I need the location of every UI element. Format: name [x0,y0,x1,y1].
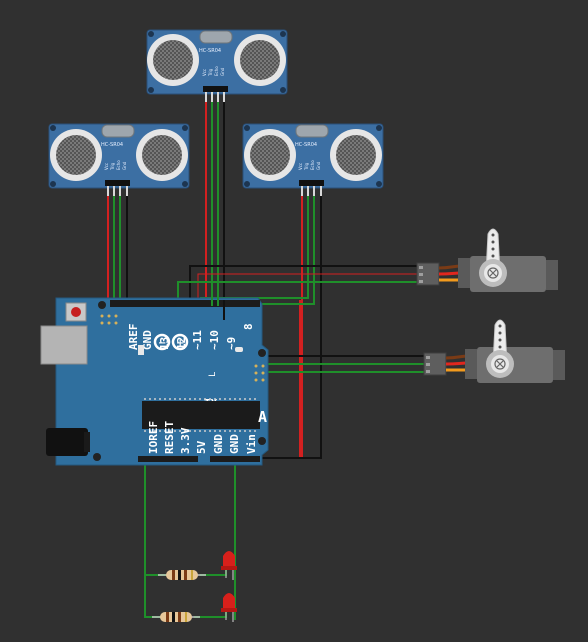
wire-overlays [211,280,225,320]
header-label-gnd: GND [141,330,154,350]
pin-label: Echo [214,66,219,76]
arduino-logo-icon [153,333,189,351]
board-mark-a: A [258,408,267,426]
pin-label: Trig [110,162,115,171]
servo-motor-1[interactable] [416,228,558,292]
wire-green[interactable] [113,195,178,306]
servo-shaft-icon [494,358,506,370]
pin-label: Echo [310,160,315,170]
arduino-uno-board[interactable]: AREF GND 13 12 ~11 ~10 ~9 8 + − L TX RX … [40,297,269,466]
sensor-model-label: HC-SR04 [295,142,317,148]
pin-label: Trig [304,162,309,171]
svg-text:−: − [158,338,166,349]
power-label-ioref: IOREF [147,421,160,454]
resistor-1[interactable] [158,570,206,580]
wire-green[interactable] [144,460,168,576]
sensor-model-label: HC-SR04 [101,142,123,148]
power-label-reset: RESET [163,421,176,454]
pin-label: Gnd [316,161,321,170]
power-label-gnd1: GND [212,434,225,454]
sensor-model-label: HC-SR04 [199,48,221,54]
header-label-aref: AREF [127,324,140,351]
wire-green[interactable] [196,195,315,305]
header-label-8: 8 [242,323,255,330]
pin-label: Vcc [202,69,207,76]
pin-label: Gnd [122,161,127,170]
microcontroller-chip [142,401,260,429]
digital-header[interactable] [110,300,260,307]
pin-label: Vcc [104,163,109,170]
led-2[interactable] [221,593,237,622]
pin-label: Trig [208,68,213,77]
servo-shaft-icon [487,267,499,279]
usb-port [40,325,88,365]
power-header[interactable] [138,456,198,462]
wire-green[interactable] [119,195,186,303]
power-label-3v3: 3.3V [179,427,192,454]
power-label-gnd2: GND [228,434,241,454]
led-l-label: L [208,372,218,377]
header-label-9: ~9 [225,337,238,350]
header-label-10: ~10 [208,330,221,350]
wire-black[interactable] [189,265,420,310]
svg-text:+: + [176,338,184,349]
header-label-11: ~11 [191,330,204,350]
ultrasonic-sensor-top[interactable]: HC-SR04 Vcc Trig Echo Gnd [146,29,288,102]
wire-black[interactable] [126,195,140,301]
pin-label: Vcc [298,163,303,170]
pin-label: Echo [116,160,121,170]
ultrasonic-sensor-right[interactable]: HC-SR04 Vcc Trig Echo Gnd [242,123,384,196]
ultrasonic-sensor-left[interactable]: HC-SR04 Vcc Trig Echo Gnd [48,123,190,196]
analog-header[interactable] [210,456,260,462]
wire-black[interactable] [262,195,322,459]
power-label-5v: 5V [195,440,208,454]
servo-motor-2[interactable] [423,319,565,383]
wire-green[interactable] [144,575,162,618]
power-jack [46,428,88,456]
resistor-2[interactable] [152,612,200,622]
power-label-vin: Vin [245,434,258,454]
pin-label: Gnd [220,67,225,76]
led-1[interactable] [221,551,237,580]
